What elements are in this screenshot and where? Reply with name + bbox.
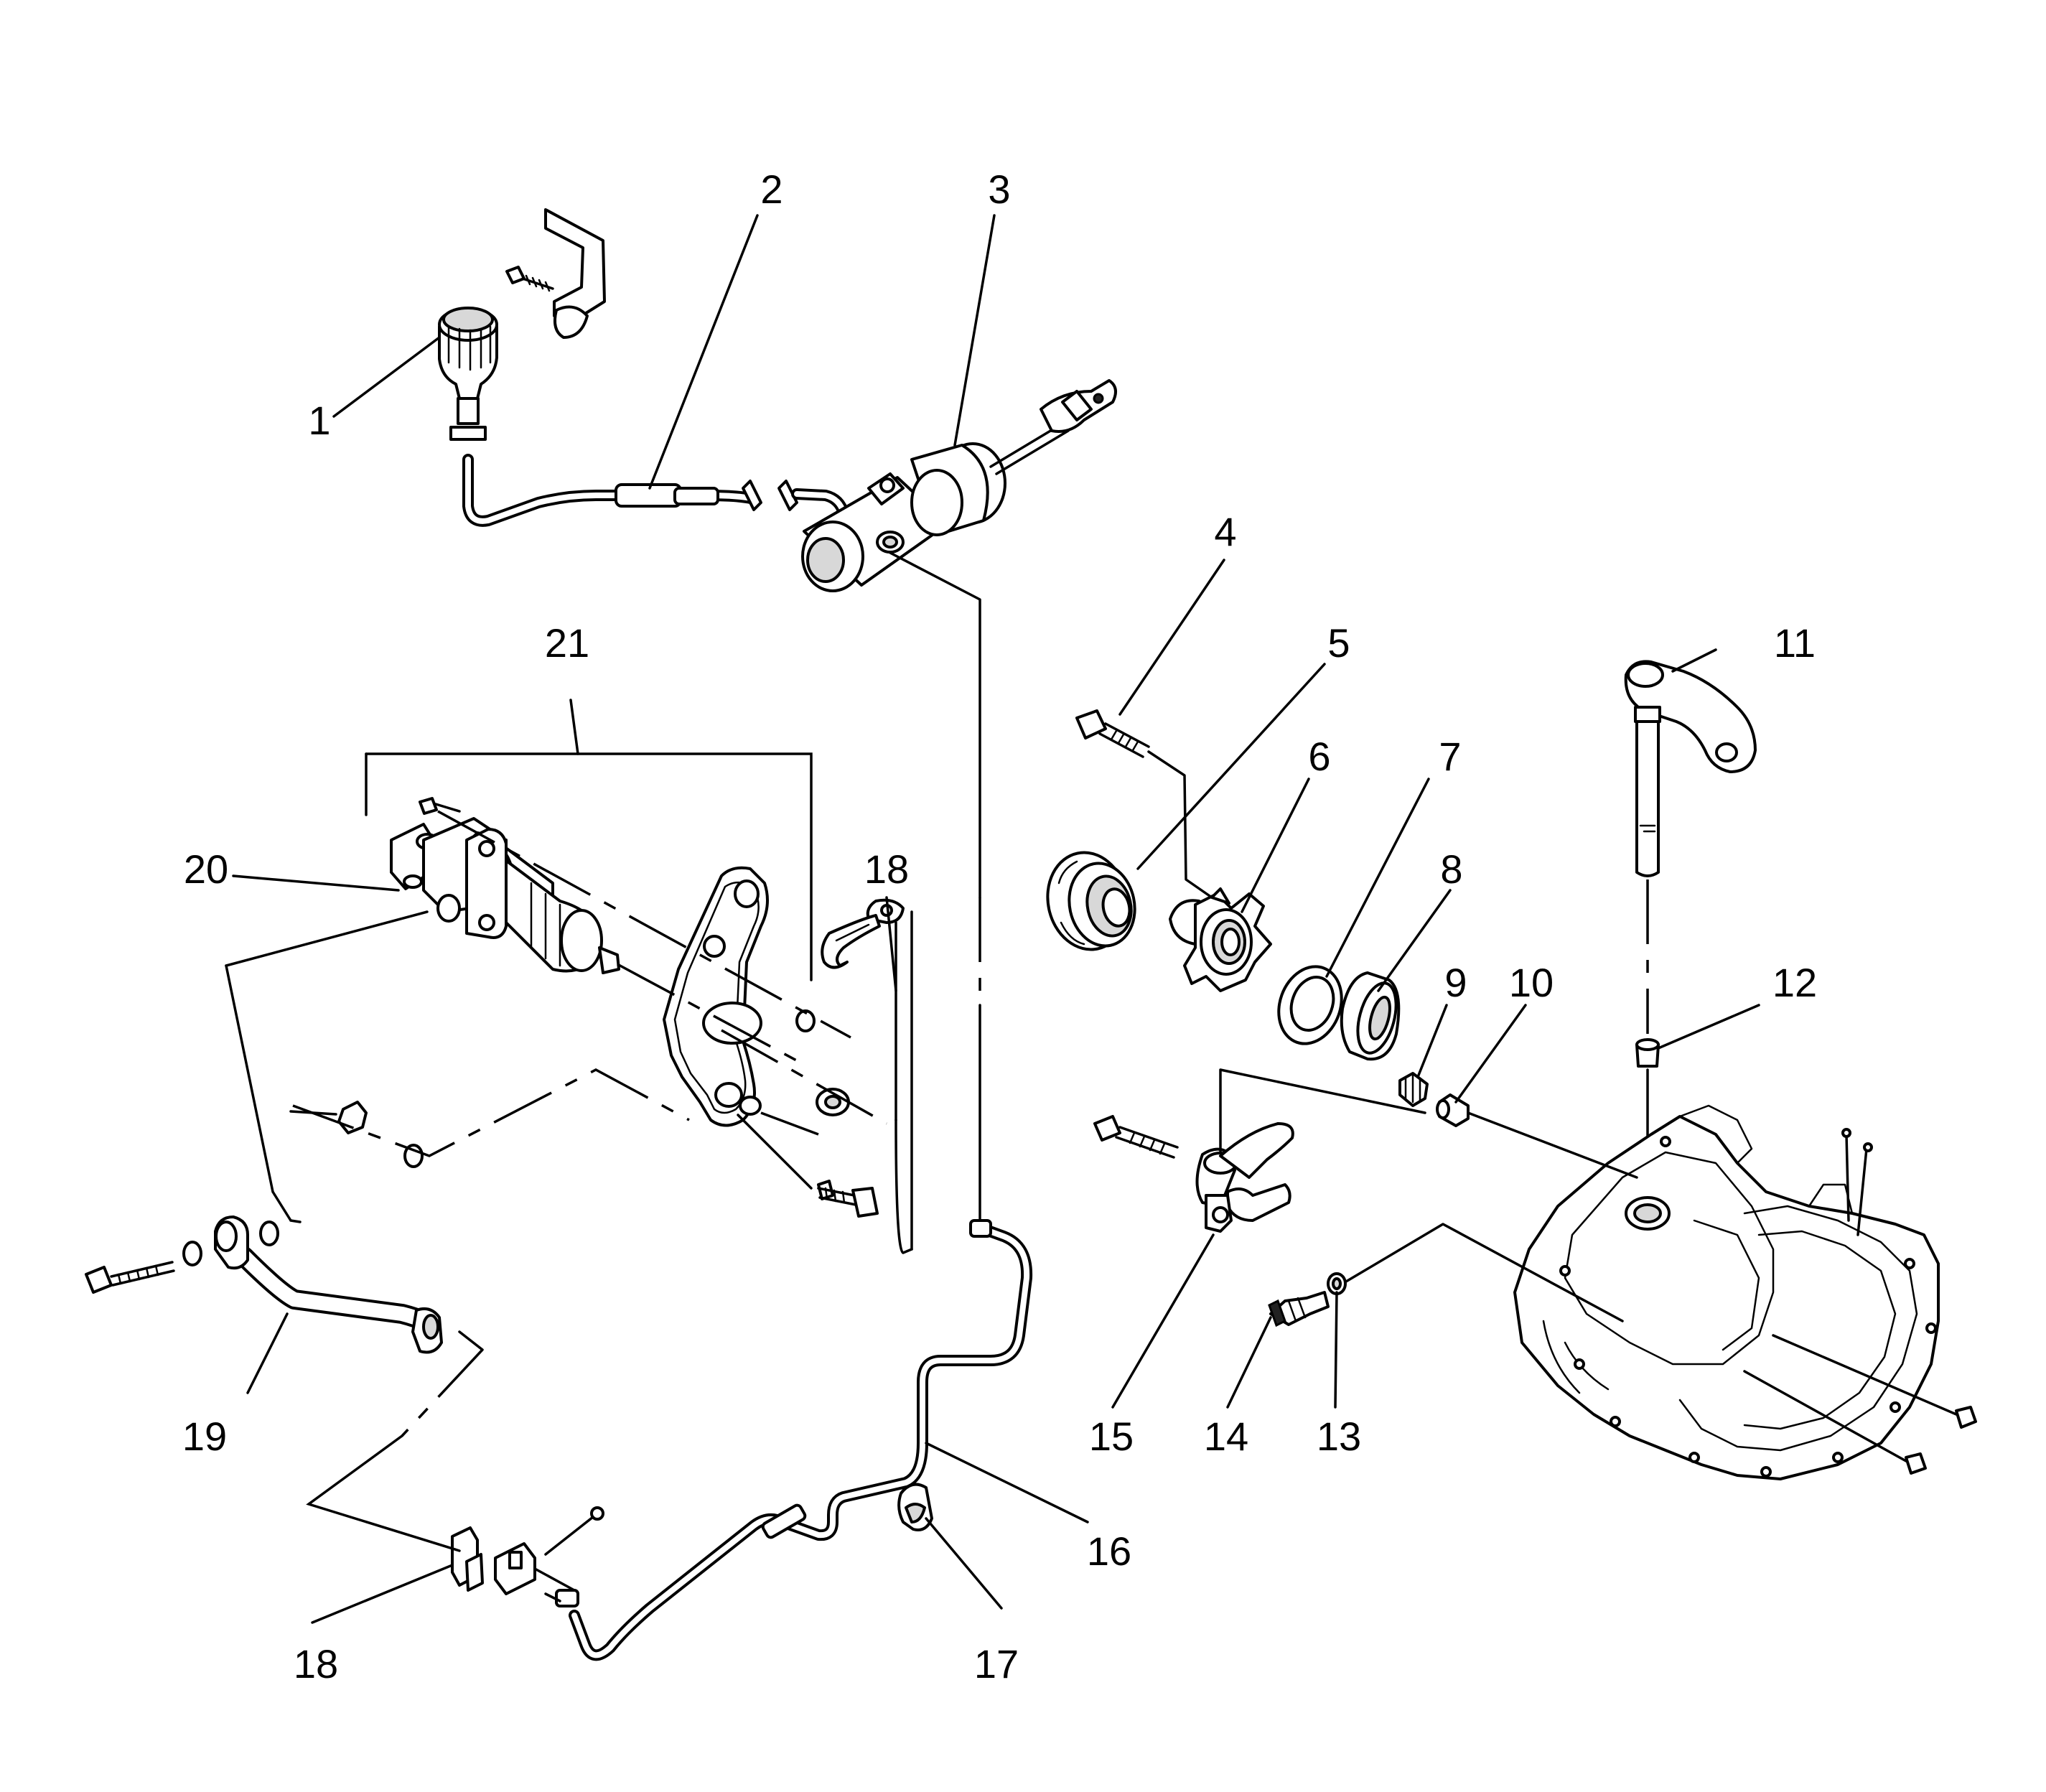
- part-14-backup-lamp-switch: [1268, 1291, 1330, 1327]
- callout-1: 1: [308, 398, 330, 443]
- part-1-clutch-fluid-reservoir: [438, 307, 498, 441]
- actuator-hardware: [337, 1009, 879, 1218]
- callout-21: 21: [545, 620, 589, 666]
- part-7-shim: [1277, 965, 1343, 1045]
- callout-10: 10: [1509, 960, 1554, 1005]
- callout-numbers: 1 2 3 4 5 6 7 8 9 10 11 12 13 14 15 16 1…: [182, 167, 1817, 1686]
- part-11-clutch-fork-shaft: [1624, 660, 1757, 877]
- part-3-clutch-master-cylinder: [801, 379, 1117, 592]
- part-16-clutch-pipe: [544, 551, 1033, 1661]
- part-4-bolt: [1075, 709, 1213, 899]
- part-8-seal: [1340, 971, 1401, 1061]
- callout-19: 19: [182, 1414, 227, 1459]
- callout-6: 6: [1308, 734, 1330, 779]
- callout-11: 11: [1774, 620, 1816, 666]
- part-17-pipe-clip: [897, 1483, 933, 1531]
- transaxle-case: [1345, 1104, 1977, 1480]
- part-10-bushing: [1436, 1093, 1470, 1127]
- callout-8: 8: [1440, 846, 1462, 892]
- part-5-release-bearing: [1046, 851, 1136, 951]
- callout-4: 4: [1214, 509, 1236, 554]
- part-2-reservoir-hose: [462, 454, 849, 527]
- callout-17: 17: [974, 1641, 1019, 1686]
- part-19-clutch-hose: [85, 1215, 443, 1354]
- part-15-clutch-fork: [1093, 1068, 1426, 1233]
- actuator-mounting-plate: [663, 866, 769, 1127]
- part-18-pipe-bracket-upper: [821, 898, 913, 1254]
- part-13-washer: [1327, 1272, 1347, 1295]
- callout-leaders: [232, 214, 1760, 1624]
- callout-3: 3: [988, 167, 1010, 212]
- callout-9: 9: [1444, 960, 1467, 1005]
- callout-18-upper: 18: [864, 846, 909, 892]
- part-9-bushing: [1398, 1072, 1429, 1107]
- assembly-centerlines-left: [225, 810, 887, 1552]
- part-18-pipe-bracket-lower: [451, 1506, 604, 1595]
- callout-7: 7: [1439, 734, 1461, 779]
- callout-16: 16: [1087, 1529, 1131, 1574]
- callout-13: 13: [1317, 1414, 1361, 1459]
- callout-2: 2: [760, 167, 783, 212]
- part-6-release-bearing-guide: [1169, 887, 1272, 992]
- reservoir-bracket: [505, 208, 606, 339]
- callout-20: 20: [184, 846, 228, 892]
- callout-14: 14: [1204, 1414, 1248, 1459]
- part-21-clutch-actuator-cylinder: [419, 797, 620, 974]
- callout-18-lower: 18: [294, 1641, 338, 1686]
- callout-12: 12: [1772, 960, 1817, 1005]
- callout-15: 15: [1089, 1414, 1134, 1459]
- callout-5: 5: [1327, 620, 1350, 666]
